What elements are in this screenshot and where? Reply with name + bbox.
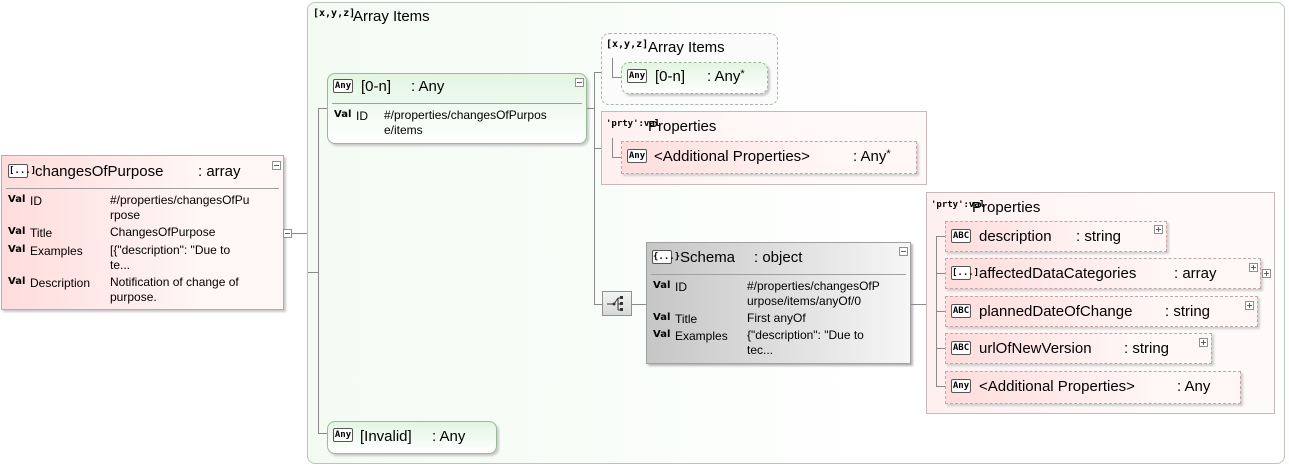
prop-label-id: ID bbox=[356, 109, 368, 123]
choice-icon[interactable] bbox=[602, 291, 632, 316]
expand-icon[interactable] bbox=[1245, 301, 1254, 310]
container-title: Properties bbox=[648, 118, 717, 135]
any-type-badge: Any bbox=[333, 79, 353, 93]
any-type-badge: Any bbox=[627, 149, 647, 163]
properties-icon: 'prty':val bbox=[931, 200, 986, 210]
additional-properties-element[interactable]: Any <Additional Properties> : Any* bbox=[621, 141, 917, 174]
property-type: : string bbox=[1076, 228, 1122, 245]
val-icon: Val bbox=[8, 226, 26, 237]
element-name: Schema bbox=[680, 249, 736, 266]
array-items-icon: [x,y,z] bbox=[606, 39, 649, 50]
val-icon: Val bbox=[653, 280, 671, 291]
prop-label-examples: Examples bbox=[675, 329, 728, 343]
array-type-badge: [...] bbox=[951, 266, 980, 280]
expand-icon[interactable] bbox=[1154, 225, 1163, 234]
val-icon: Val bbox=[8, 276, 26, 287]
property-additional-properties[interactable]: Any <Additional Properties> : Any bbox=[945, 371, 1241, 404]
nested-item-any[interactable]: Any [0-n] : Any* bbox=[621, 62, 768, 94]
val-icon: Val bbox=[653, 312, 671, 323]
property-name: affectedDataCategories bbox=[979, 265, 1137, 282]
prop-label-id: ID bbox=[30, 194, 42, 208]
property-type: : string bbox=[1165, 303, 1211, 320]
root-element-name: changesOfPurpose bbox=[35, 163, 164, 180]
collapse-icon[interactable] bbox=[272, 161, 281, 170]
element-type: : Any bbox=[432, 428, 466, 445]
property-type: : string bbox=[1124, 340, 1170, 357]
property-type: : array bbox=[1174, 265, 1217, 282]
string-type-badge: ABC bbox=[951, 304, 971, 318]
container-title: Array Items bbox=[353, 8, 430, 25]
any-type-badge: Any bbox=[333, 428, 353, 442]
collapse-icon[interactable] bbox=[575, 78, 584, 87]
element-type: : Any* bbox=[853, 148, 891, 165]
prop-value-id: #/properties/changesOfPurpos e/items bbox=[384, 108, 547, 137]
collapse-icon[interactable] bbox=[283, 229, 292, 238]
expand-icon[interactable] bbox=[1249, 263, 1258, 272]
prop-value-title: ChangesOfPurpose bbox=[110, 225, 216, 239]
item-range: [0-n] bbox=[655, 68, 686, 85]
property-type: : Any bbox=[1177, 378, 1211, 395]
property-name: plannedDateOfChange bbox=[979, 303, 1133, 320]
prop-value-examples: {"description": "Due to tec... bbox=[747, 328, 864, 357]
item-type: : Any* bbox=[707, 68, 745, 85]
any-type-badge: Any bbox=[951, 379, 971, 393]
prop-value-id: #/properties/changesOfP urpose/items/any… bbox=[747, 279, 880, 308]
item-type: : Any bbox=[411, 78, 445, 95]
array-type-badge: [...] bbox=[8, 164, 37, 178]
properties-icon: 'prty':val bbox=[606, 119, 661, 129]
prop-value-id: #/properties/changesOfPu rpose bbox=[110, 193, 250, 222]
property-url-of-new-version[interactable]: ABC urlOfNewVersion : string bbox=[945, 333, 1212, 364]
property-name: description bbox=[979, 228, 1052, 245]
root-element-changesOfPurpose[interactable]: [...] changesOfPurpose : array Val ID #/… bbox=[1, 155, 284, 310]
property-affected-data-categories[interactable]: [...] affectedDataCategories : array bbox=[945, 258, 1261, 289]
schema-object-element[interactable]: {...} Schema : object Val ID #/propertie… bbox=[646, 242, 911, 364]
prop-value-examples: [{"description": "Due to te... bbox=[110, 243, 231, 272]
item-range: [0-n] bbox=[361, 78, 392, 95]
array-items-icon: [x,y,z] bbox=[313, 8, 356, 19]
container-title: Properties bbox=[972, 199, 1041, 216]
prop-value-title: First anyOf bbox=[747, 311, 806, 325]
property-name: urlOfNewVersion bbox=[979, 340, 1092, 357]
object-type-badge: {...} bbox=[652, 250, 681, 264]
invalid-item-element[interactable]: Any [Invalid] : Any bbox=[327, 421, 497, 454]
property-name: <Additional Properties> bbox=[979, 378, 1135, 395]
property-planned-date-of-change[interactable]: ABC plannedDateOfChange : string bbox=[945, 296, 1258, 327]
element-name: [Invalid] bbox=[360, 428, 412, 445]
string-type-badge: ABC bbox=[951, 229, 971, 243]
val-icon: Val bbox=[653, 329, 671, 340]
prop-label-id: ID bbox=[675, 280, 687, 294]
container-title: Array Items bbox=[648, 39, 725, 56]
root-element-type: : array bbox=[198, 163, 241, 180]
any-type-badge: Any bbox=[627, 69, 647, 83]
prop-label-examples: Examples bbox=[30, 244, 83, 258]
collapse-icon[interactable] bbox=[899, 247, 908, 256]
property-description[interactable]: ABC description : string bbox=[945, 221, 1167, 252]
val-icon: Val bbox=[334, 109, 352, 120]
prop-label-title: Title bbox=[30, 226, 53, 240]
prop-label-title: Title bbox=[675, 312, 698, 326]
element-type: : object bbox=[754, 249, 803, 266]
string-type-badge: ABC bbox=[951, 341, 971, 355]
expand-icon[interactable] bbox=[1262, 269, 1271, 278]
array-item-any[interactable]: Any [0-n] : Any Val ID #/properties/chan… bbox=[327, 73, 587, 144]
prop-label-description: Description bbox=[30, 276, 91, 290]
element-name: <Additional Properties> bbox=[654, 148, 810, 165]
val-icon: Val bbox=[8, 244, 26, 255]
val-icon: Val bbox=[8, 194, 26, 205]
prop-value-description: Notification of change of purpose. bbox=[110, 275, 239, 304]
expand-icon[interactable] bbox=[1199, 338, 1208, 347]
